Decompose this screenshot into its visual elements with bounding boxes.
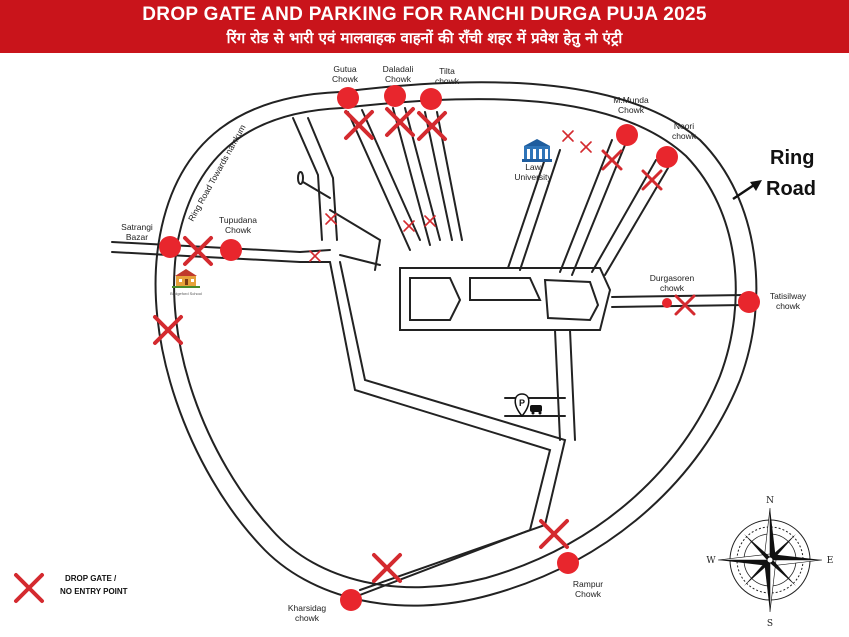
marker-gutua bbox=[337, 87, 359, 109]
drop-gate-tilta bbox=[417, 111, 447, 141]
drop-gate-law-1 bbox=[562, 130, 574, 142]
marker-tupudana bbox=[220, 239, 242, 261]
ring-road-label: Ring Road bbox=[766, 147, 816, 200]
legend-line-1: DROP GATE / bbox=[65, 574, 117, 583]
marker-daladali bbox=[384, 85, 406, 107]
page-title: DROP GATE AND PARKING FOR RANCHI DURGA P… bbox=[142, 4, 707, 25]
svg-text:P: P bbox=[519, 398, 525, 408]
page-subtitle: रिंग रोड से भारी एवं मालवाहक वाहनों की र… bbox=[226, 29, 623, 47]
title-banner: DROP GATE AND PARKING FOR RANCHI DURGA P… bbox=[0, 0, 849, 53]
drop-gate-nw-3 bbox=[424, 215, 436, 227]
drop-gate-rampur bbox=[539, 519, 569, 549]
drop-gate-kharsidag bbox=[372, 553, 402, 583]
marker-satrangi bbox=[159, 236, 181, 258]
drop-gate-nw-2 bbox=[403, 220, 415, 232]
university-building-icon bbox=[522, 139, 552, 162]
legend: DROP GATE / NO ENTRY POINT bbox=[14, 573, 128, 603]
compass-east: E bbox=[827, 556, 834, 566]
compass-west: W bbox=[706, 556, 716, 566]
drop-gate-satrangi bbox=[183, 236, 213, 266]
marker-kharsidag bbox=[340, 589, 362, 611]
marker-mmunda bbox=[616, 124, 638, 146]
internal-roads bbox=[111, 107, 746, 599]
marker-tatisilway bbox=[738, 291, 760, 313]
marker-neori bbox=[656, 146, 678, 168]
compass-rose-icon: N S E W bbox=[706, 496, 833, 629]
school-building-icon bbox=[172, 269, 200, 288]
marker-durgasoren bbox=[662, 298, 672, 308]
compass-south: S bbox=[767, 619, 773, 629]
svg-text:Ring: Ring bbox=[770, 147, 814, 169]
compass-north: N bbox=[766, 496, 774, 506]
chowk-markers bbox=[159, 85, 760, 611]
diagonal-road-label: Ring Road Towards namkum bbox=[186, 123, 248, 223]
drop-gate-law-2 bbox=[580, 141, 592, 153]
svg-text:Road: Road bbox=[766, 178, 816, 200]
marker-tilta bbox=[420, 88, 442, 110]
legend-drop-gate-icon bbox=[14, 573, 44, 603]
drop-gate-nw-1 bbox=[325, 213, 337, 225]
parking-icon: P bbox=[514, 393, 542, 418]
arrow-icon bbox=[732, 180, 762, 201]
school-label: Bridgeford School bbox=[170, 291, 202, 296]
legend-line-2: NO ENTRY POINT bbox=[60, 587, 128, 596]
marker-rampur bbox=[557, 552, 579, 574]
drop-gate-nw-4 bbox=[309, 250, 321, 262]
